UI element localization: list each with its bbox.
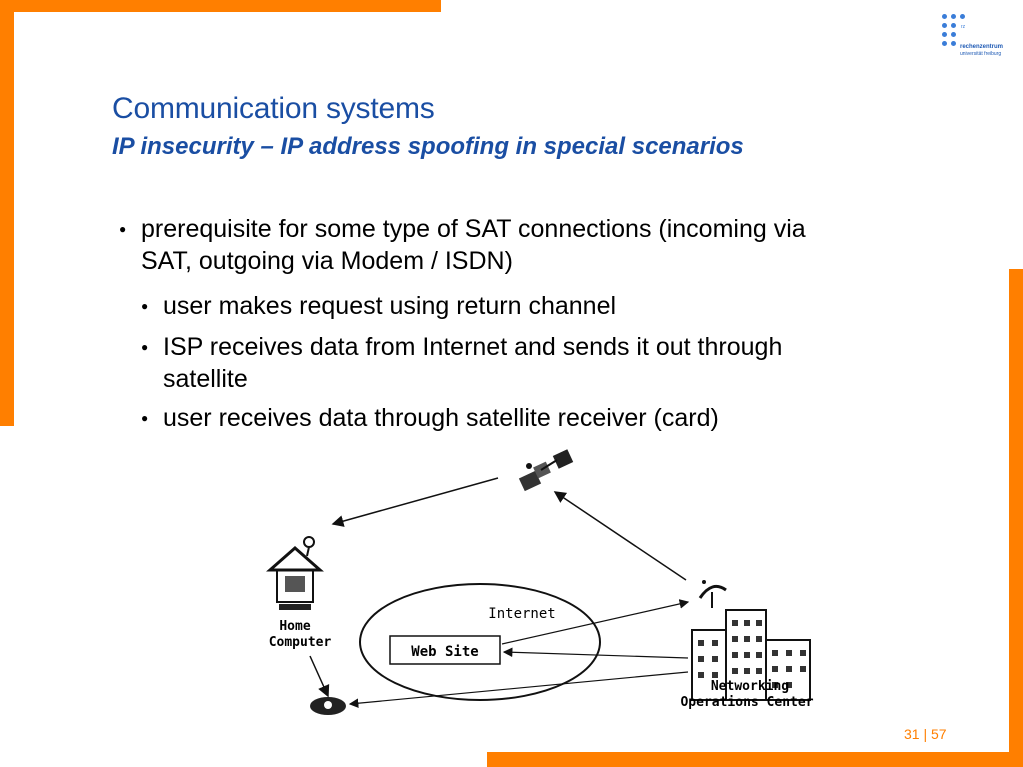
- logo-line-2: universität freiburg: [960, 51, 1002, 57]
- home-label-1: Home: [279, 619, 310, 634]
- noc-label-2: Operations Center: [680, 695, 813, 710]
- logo-small-text: rz: [961, 24, 966, 30]
- bullet-line: user makes request using return channel: [163, 292, 617, 320]
- slide-title: Communication systems: [112, 92, 435, 125]
- bullet-marker: ●: [141, 299, 149, 313]
- university-logo: rz rechenzentrum universität freiburg: [938, 14, 1010, 62]
- bullet-marker: ●: [141, 340, 149, 354]
- bullet-marker: ●: [141, 411, 149, 425]
- home-label-2: Computer: [269, 635, 332, 650]
- bullet-line: prerequisite for some type of SAT connec…: [141, 215, 806, 243]
- bullet-marker: ●: [119, 222, 127, 236]
- slide-subtitle: IP insecurity – IP address spoofing in s…: [112, 133, 744, 160]
- house-icon: [266, 536, 324, 610]
- logo-line-1: rechenzentrum: [960, 44, 1004, 50]
- website-label: Web Site: [411, 644, 478, 660]
- bullet-line: user receives data through satellite rec…: [163, 404, 719, 432]
- page-number: 31 | 57: [904, 726, 947, 742]
- top-accent-bar: [0, 0, 441, 12]
- satellite-network-diagram: Home Computer Internet Web Site: [266, 449, 814, 715]
- page-current: 31: [904, 726, 920, 742]
- page-total: 57: [931, 726, 947, 742]
- noc-label-1: Networking: [711, 679, 789, 694]
- sub-bullet-item: ● user makes request using return channe…: [141, 290, 617, 322]
- bullet-line: ISP receives data from Internet and send…: [163, 333, 783, 361]
- telephone-icon: [310, 697, 346, 715]
- internet-label: Internet: [488, 606, 555, 622]
- office-building-icon: [691, 609, 811, 701]
- sub-bullet-item: ● user receives data through satellite r…: [141, 402, 719, 434]
- bullet-line: SAT, outgoing via Modem / ISDN): [141, 247, 513, 275]
- website-box: [389, 635, 501, 665]
- dish-antenna-icon: [698, 580, 727, 608]
- bullet-line: satellite: [163, 365, 248, 393]
- internet-cloud: [359, 583, 601, 701]
- satellite-icon: [518, 449, 574, 492]
- bottom-accent-bar: [487, 752, 1023, 767]
- right-accent-bar: [1009, 269, 1023, 767]
- left-accent-bar: [0, 0, 14, 426]
- page-separator: |: [923, 726, 928, 742]
- sub-bullet-item: ● ISP receives data from Internet and se…: [141, 331, 783, 395]
- bullet-item: ● prerequisite for some type of SAT conn…: [119, 213, 806, 277]
